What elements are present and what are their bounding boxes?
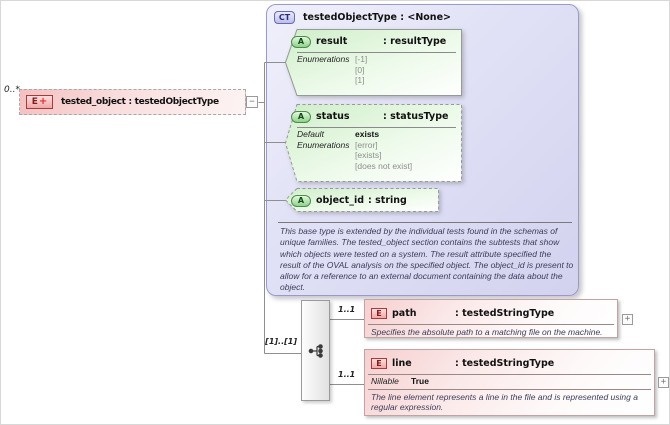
facet-value: [0]	[355, 64, 365, 75]
attribute-object-id[interactable]: A object_id : string	[285, 188, 439, 212]
element-plus-icon: E+	[26, 95, 53, 109]
element-tested-object[interactable]: E+ tested_object : testedObjectType	[19, 89, 246, 115]
attribute-type: : statusType	[383, 111, 449, 122]
fact-value: True	[411, 376, 429, 386]
element-annotation: Specifies the absolute path to a matchin…	[371, 327, 603, 337]
sequence-occurrence-label: [1]..[1]	[265, 337, 297, 346]
element-type: : testedStringType	[455, 357, 555, 369]
complex-type-header: CT testedObjectType : <None>	[267, 5, 578, 24]
attribute-status[interactable]: A status : statusType Default exists Enum…	[285, 104, 462, 182]
element-name: path	[392, 307, 417, 319]
element-icon: E	[371, 357, 387, 369]
sequence-icon	[308, 343, 323, 358]
complex-type-icon: CT	[274, 11, 295, 24]
element-name: line	[392, 357, 412, 369]
facet-value: exists	[355, 129, 380, 139]
facet-value: [1]	[355, 75, 365, 85]
facet-value: [does not exist]	[355, 160, 413, 171]
separator	[297, 127, 456, 128]
attribute-icon: A	[291, 110, 311, 123]
expand-handle-line[interactable]: +	[658, 377, 669, 388]
complex-type-description: This base type is extended by the indivi…	[280, 226, 574, 293]
attribute-icon: A	[291, 194, 311, 207]
sequence-compositor[interactable]	[301, 300, 330, 401]
separator	[368, 388, 651, 390]
facet-label: Default	[297, 129, 324, 139]
separator	[278, 222, 572, 223]
separator	[368, 374, 651, 375]
cardinality-label: 1..1	[338, 370, 356, 379]
cardinality-label: 1..1	[338, 305, 356, 314]
attribute-icon: A	[291, 35, 311, 48]
expand-handle-path[interactable]: +	[622, 314, 633, 325]
facet-label: Enumerations	[297, 139, 350, 150]
facet-label: Enumerations	[297, 54, 350, 64]
attribute-name: result	[316, 36, 348, 47]
occurrence-label: 0..*	[4, 85, 20, 95]
fact-label: Nillable	[371, 376, 399, 386]
element-annotation: The line element represents a line in th…	[371, 391, 638, 413]
element-line[interactable]: E line : testedStringType Nillable True …	[364, 349, 655, 416]
collapse-handle[interactable]: −	[246, 96, 258, 108]
facet-value: [error]	[355, 139, 378, 150]
attribute-name: object_id	[316, 195, 365, 206]
element-type: : testedStringType	[455, 307, 555, 319]
attribute-name: status	[316, 111, 350, 122]
separator	[368, 324, 614, 325]
attribute-result[interactable]: A result : resultType Enumerations [-1] […	[285, 29, 462, 96]
element-label: tested_object : testedObjectType	[61, 97, 219, 107]
element-path[interactable]: E path : testedStringType Specifies the …	[364, 299, 618, 338]
attribute-type: : string	[368, 195, 407, 206]
separator	[297, 52, 456, 53]
facet-value: [exists]	[355, 150, 382, 160]
facet-value: [-1]	[355, 54, 368, 64]
element-icon: E	[371, 307, 387, 319]
attribute-type: : resultType	[383, 36, 447, 47]
complex-type-title: testedObjectType : <None>	[303, 12, 451, 23]
